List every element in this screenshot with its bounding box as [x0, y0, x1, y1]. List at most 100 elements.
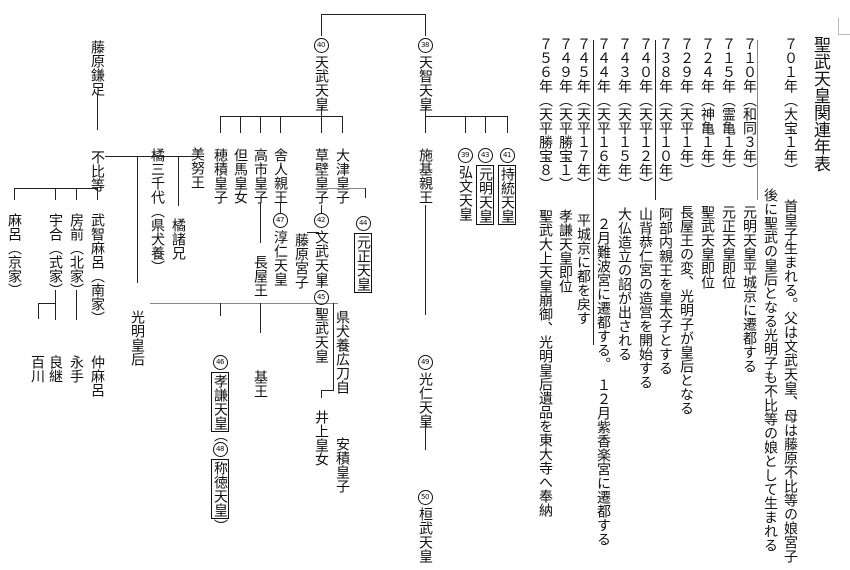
reign-number: 44	[355, 216, 371, 231]
tree-line	[365, 188, 366, 198]
node-nagaya: 長屋王	[252, 255, 268, 297]
divider-line	[757, 40, 758, 200]
tree-line	[55, 290, 56, 320]
node-name: 文武天皇	[313, 230, 329, 286]
timeline-year: ７１５年（霊亀１年）	[720, 37, 736, 177]
node-name: 淳仁天皇	[272, 230, 288, 286]
node-fuhito: 不比等	[89, 150, 105, 192]
tree-line	[321, 188, 366, 189]
timeline-row: ７４５年（天平１７年）平城京に都を戻す	[575, 37, 591, 325]
node-name: 天智天皇	[417, 55, 433, 111]
tree-line	[178, 156, 179, 206]
node-motoi: 基王	[252, 370, 268, 398]
timeline-row: ７１０年（和同３年）元明天皇平城京に遷都する	[741, 37, 757, 373]
tree-line	[38, 303, 39, 319]
reign-number: 49	[417, 355, 433, 370]
tree-line	[321, 390, 334, 391]
timeline-row: ７２９年（天平１年）長屋王の変、光明子が皇后となる	[678, 37, 694, 415]
tree-line	[76, 290, 77, 320]
timeline-desc: 後に聖武の皇后となる光明子も不比等の娘として生まれる	[762, 188, 778, 552]
node-name: 元正天皇	[354, 233, 372, 293]
tree-line	[507, 116, 508, 133]
tree-line	[425, 205, 426, 315]
timeline-year: ７４４年（天平１６年）	[595, 37, 611, 191]
node-tajima: 但馬皇女	[232, 148, 248, 204]
reign-number: 48	[212, 442, 228, 457]
node-momokawa: 百川	[29, 355, 45, 383]
node-name: 称徳天皇	[211, 459, 229, 519]
tree-line	[137, 156, 138, 283]
timeline-row: ７２４年（神亀１年） 聖武天皇即位	[699, 37, 715, 289]
node-minu: 美努王	[189, 147, 205, 189]
node-tenmu: 40 天武天皇	[312, 38, 330, 111]
timeline-year: ７０１年（大宝１年）	[782, 37, 798, 177]
tree-line	[333, 303, 334, 391]
timeline-row: ７１５年（霊亀１年） 元正天皇即位	[720, 37, 736, 289]
reign-number: 50	[417, 490, 433, 505]
tree-line	[14, 188, 15, 200]
tree-line	[321, 108, 322, 133]
timeline-year: ７４９年（天平勝宝１）	[557, 37, 573, 191]
timeline-desc: 孝謙天皇即位	[557, 209, 573, 293]
timeline-desc: 聖武天皇即位	[699, 205, 715, 289]
tree-line	[220, 116, 221, 133]
node-muchimaro: 武智麻呂（南家）	[89, 213, 105, 325]
node-takechi: 高市皇子	[252, 148, 268, 204]
timeline-row: ７４０年（天平１２年）山背恭仁宮の造営を開始する	[637, 37, 653, 389]
tree-line	[280, 203, 281, 213]
node-miyako: 藤原宮子	[293, 233, 309, 289]
tree-line	[55, 188, 56, 200]
tree-line	[485, 116, 486, 133]
paren-open: （	[212, 428, 228, 442]
reign-number: 39	[457, 148, 473, 163]
tree-line	[220, 116, 343, 117]
page-title: 聖武天皇関連年表	[810, 36, 830, 172]
tree-line	[307, 232, 319, 233]
timeline-desc: 長屋王の変、光明子が皇后となる	[678, 205, 694, 415]
reign-number: 40	[313, 38, 329, 53]
page-corner-mark	[838, 18, 850, 35]
tree-line	[38, 303, 56, 304]
divider-line	[655, 40, 656, 200]
tree-line	[465, 116, 466, 133]
tree-line	[220, 303, 221, 316]
node-umakai: 宇合（式家）	[47, 213, 63, 297]
node-michiyo: 橘三千代（県犬養）	[149, 148, 165, 274]
node-nakamaro: 仲麻呂	[89, 355, 105, 397]
node-hirotoji: 県犬養広刀自	[334, 310, 350, 394]
timeline-desc: 聖武大上天皇崩御、光明皇后遺品を東大寺へ奉納	[537, 209, 553, 517]
reign-number: 43	[477, 148, 493, 163]
timeline-year: ７２４年（神亀１年）	[699, 37, 715, 177]
timeline-desc: 阿部内親王を皇太子とする	[657, 207, 673, 375]
node-kusakabe: 草壁皇子	[313, 148, 329, 204]
node-name: 元明天皇	[476, 165, 494, 225]
node-moroe: 橘諸兄	[170, 218, 186, 260]
timeline-row: ７４３年（天平１５年）大仏造立の詔が出される	[616, 37, 632, 361]
node-maro: 麻呂（京家）	[6, 213, 22, 297]
timeline-row: ７０１年（大宝１年） 首皇子生まれる。父は文武天皇、母は藤原不比等の娘宮子	[782, 37, 798, 563]
node-shiki: 施基親王	[417, 148, 433, 204]
node-inoue: 井上皇女	[313, 410, 329, 466]
tree-line	[14, 188, 98, 189]
timeline-row: ７４４年（天平１６年）２月難波宮に遷都する。 １２月紫香楽宮に遷都する	[595, 37, 611, 546]
timeline-desc: 首皇子生まれる。父は文武天皇、母は藤原不比等の娘宮子	[782, 199, 798, 563]
timeline-desc: 山背恭仁宮の造営を開始する	[637, 207, 653, 389]
tree-line	[321, 390, 322, 398]
tree-line	[321, 14, 322, 36]
tree-line	[97, 95, 98, 130]
node-name: 孝謙天皇	[211, 372, 229, 432]
node-komyo: 光明皇后	[129, 310, 145, 366]
tree-line	[321, 205, 322, 213]
tree-line	[425, 14, 426, 36]
tree-line	[425, 108, 426, 133]
node-name: 天武天皇	[313, 55, 329, 111]
timeline-desc: 元正天皇即位	[720, 205, 736, 289]
tree-line	[97, 188, 98, 200]
timeline-desc: 平城京に都を戻す	[575, 213, 591, 325]
